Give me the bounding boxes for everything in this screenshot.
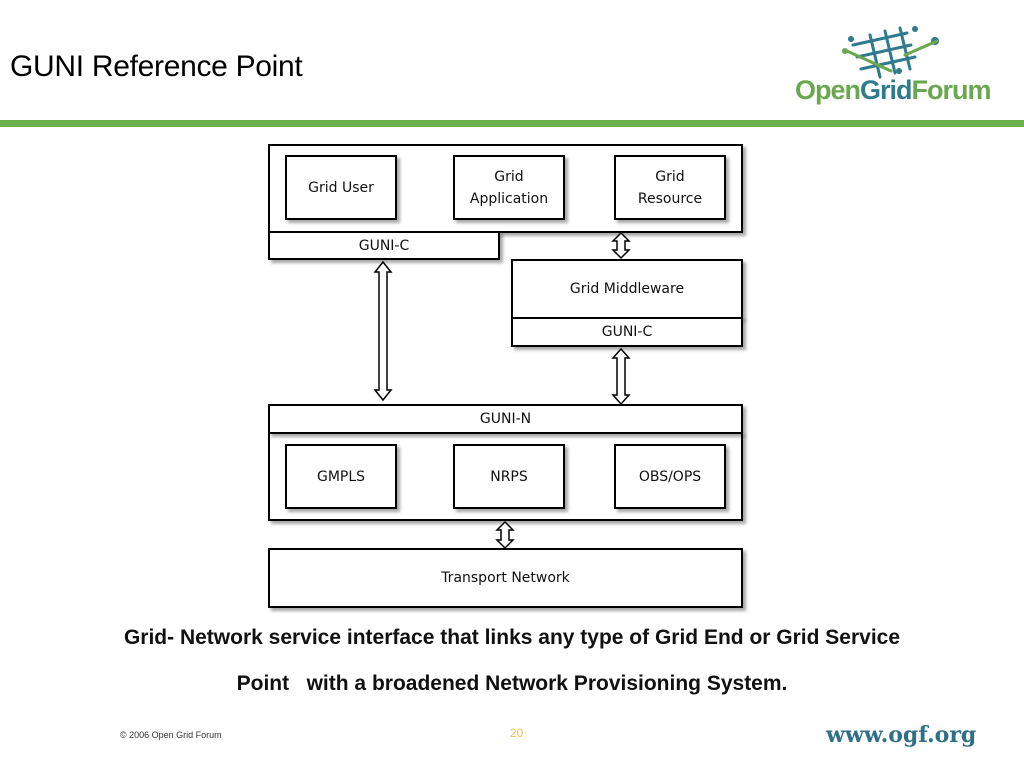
- obs-ops-box: OBS/OPS: [614, 444, 726, 509]
- page-number: 20: [510, 726, 524, 740]
- nrps-label: NRPS: [490, 468, 528, 485]
- grid-resource-box: Grid Resource: [614, 155, 726, 220]
- arrow-guni-c-to-guni-n: [373, 260, 393, 402]
- obs-ops-label: OBS/OPS: [638, 468, 702, 485]
- guni-n-label: GUNI-N: [479, 411, 532, 427]
- nrps-box: NRPS: [453, 444, 565, 509]
- grid-logo-icon: [842, 26, 939, 79]
- slide-title: GUNI Reference Point: [10, 50, 303, 83]
- grid-user-label: Grid User: [308, 179, 374, 196]
- grid-resource-label: Grid Resource: [637, 168, 703, 207]
- arrow-network-to-transport: [495, 520, 515, 550]
- transport-network-box: Transport Network: [268, 548, 743, 608]
- caption-line-1: Grid- Network service interface that lin…: [123, 626, 901, 649]
- copyright-notice: © 2006 Open Grid Forum: [120, 730, 222, 740]
- guni-c-top-box: GUNI-C: [268, 231, 500, 260]
- arrow-resource-to-middleware: [611, 231, 631, 260]
- header-divider: [0, 120, 1024, 127]
- guni-c-top-label: GUNI-C: [358, 237, 410, 254]
- grid-user-box: Grid User: [285, 155, 397, 220]
- arrow-middleware-to-guni-n: [611, 347, 631, 406]
- guni-c-middleware-label: GUNI-C: [601, 324, 653, 340]
- footer-url: www.ogf.org: [826, 722, 977, 748]
- grid-application-box: Grid Application: [453, 155, 565, 220]
- grid-middleware-label: Grid Middleware: [569, 281, 685, 297]
- gmpls-label: GMPLS: [316, 468, 366, 485]
- guni-n-box: GUNI-N: [268, 404, 743, 434]
- gmpls-box: GMPLS: [285, 444, 397, 509]
- guni-c-middleware-box: GUNI-C: [511, 317, 743, 347]
- ogf-logo: OpenGridForum: [795, 25, 992, 110]
- grid-application-label: Grid Application: [469, 168, 549, 207]
- transport-network-label: Transport Network: [441, 570, 570, 586]
- logo-wordmark: OpenGridForum: [795, 75, 992, 105]
- caption-line-2: Point with a broadened Network Provision…: [236, 672, 788, 695]
